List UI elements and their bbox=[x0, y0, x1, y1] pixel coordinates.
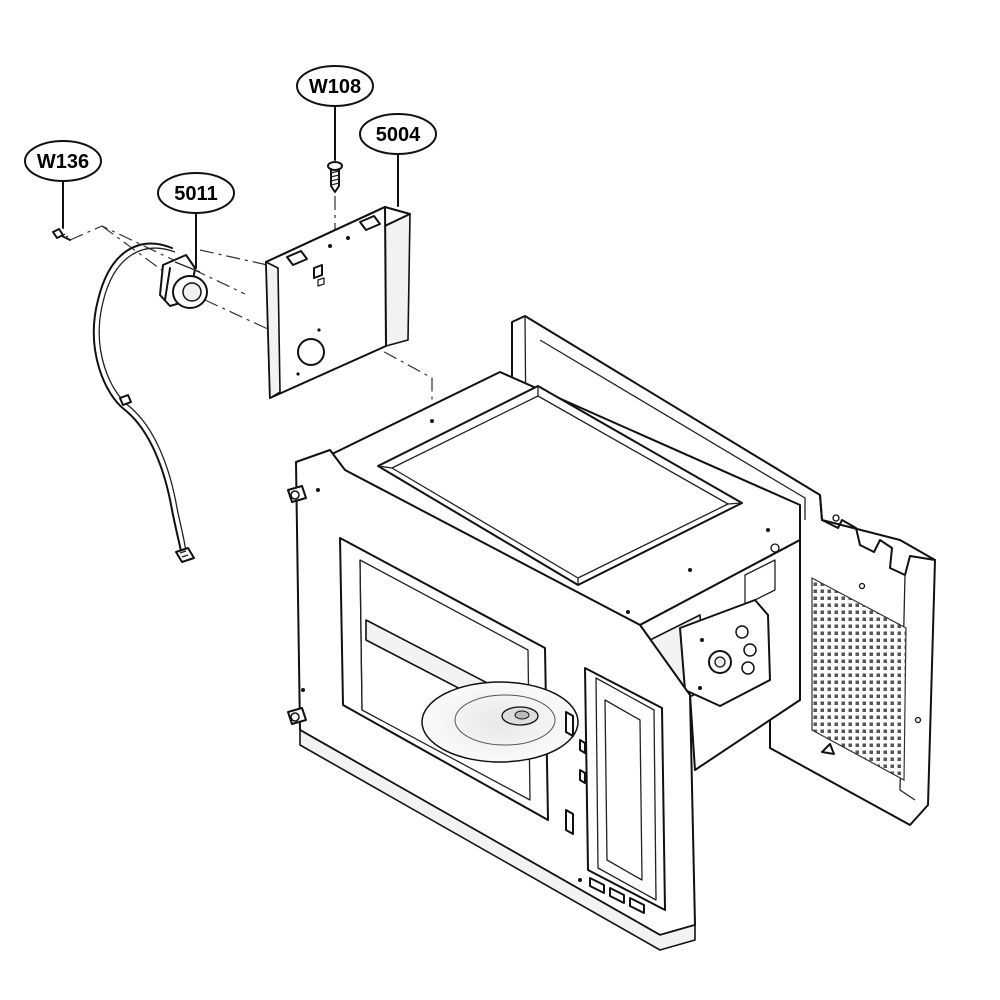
callout-label-5004: 5004 bbox=[376, 124, 421, 146]
bracket-5004 bbox=[265, 206, 411, 399]
callout-label-w108: W108 bbox=[309, 76, 361, 98]
callout-w108: W108 bbox=[296, 65, 374, 161]
callout-label-5011: 5011 bbox=[174, 183, 217, 205]
sensor-5011 bbox=[92, 242, 208, 563]
callout-5011: 5011 bbox=[157, 172, 235, 269]
callout-w136: W136 bbox=[24, 140, 102, 229]
callout-5004: 5004 bbox=[359, 113, 437, 207]
screw-w108 bbox=[327, 161, 343, 193]
callout-label-w136: W136 bbox=[37, 151, 89, 173]
screw-w136 bbox=[52, 228, 71, 241]
front-frame bbox=[287, 449, 696, 951]
